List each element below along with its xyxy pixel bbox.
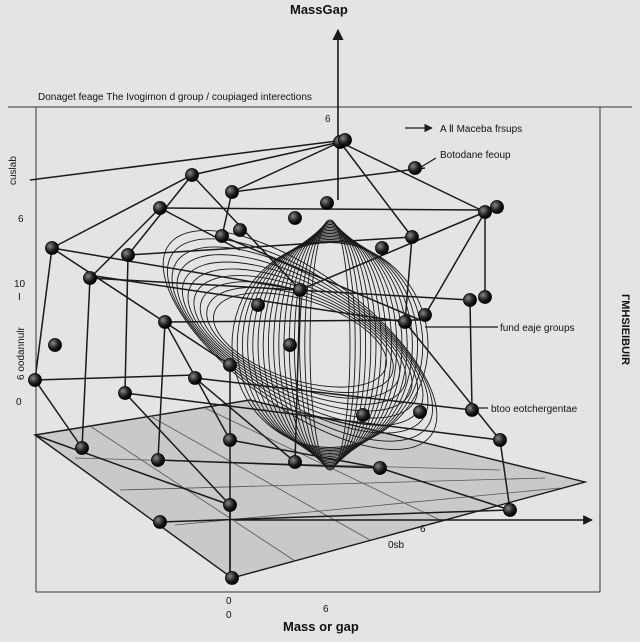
annotation-3: btoo eotchergentae [491,404,578,415]
core-ellipse [304,221,356,469]
lattice-node [158,315,172,329]
lattice-node [251,298,265,312]
lattice-node [413,405,427,419]
lattice-node [293,283,307,297]
lattice-node [478,290,492,304]
lattice-node [493,433,507,447]
lattice-node [490,200,504,214]
core-ellipse [278,228,382,462]
lattice-node [185,168,199,182]
lattice-node [153,515,167,529]
core-ellipse [273,230,387,460]
left-tick-0: cuslab [8,156,19,185]
top-tick-label: 6 [325,114,331,125]
lattice-node [283,338,297,352]
core-orbit [206,287,394,393]
lattice-node [288,211,302,225]
core-ellipse [241,239,419,451]
lattice-node [45,241,59,255]
lattice-node [465,403,479,417]
bottom-mid-label: 0sb [388,540,405,551]
field-core [162,219,438,471]
core-orbit [162,229,438,451]
lattice-node [225,571,239,585]
bottom-arrow-label: 6 [420,524,426,535]
core-ellipse [309,219,351,471]
bottom-tick-0: 0 [226,596,232,607]
annotation-1: Botodane feoup [440,150,511,161]
left-tick-1: 6 [18,214,24,225]
lattice-node [188,371,202,385]
lattice-node [48,338,62,352]
frame-lines [8,106,632,593]
title-label: MassGap [290,2,348,17]
lattice-node [151,453,165,467]
annotation-leaders [405,123,498,409]
core-ellipse [236,240,424,450]
lattice-node [153,201,167,215]
bottom-tick-2: 6 [323,604,329,615]
core-orbit [199,281,401,399]
lattice-node [225,185,239,199]
lattice-node [503,503,517,517]
lattice-node [75,441,89,455]
lattice-node [478,205,492,219]
core-orbit [181,261,419,419]
annotation-2: fund eaje groups [500,323,575,334]
core-orbit [213,292,387,388]
lattice-node [405,230,419,244]
lattice-node [288,455,302,469]
left-tick-3: I [18,292,21,303]
annotation-0: A Ⅱ Maceba frsups [440,124,522,135]
core-orbit [166,238,434,442]
core-ellipse [252,236,408,454]
bottom-tick-1: 0 [226,610,232,621]
lattice-node [233,223,247,237]
lattice-node [398,315,412,329]
lattice-node [28,373,42,387]
subtitle-label: Donaget feage The Ivogimon d group / cou… [38,92,312,103]
lattice-node [373,461,387,475]
lattice-node [83,271,97,285]
lattice-node [215,229,229,243]
core-ellipse [231,242,429,448]
left-tick-4: 6 oodannulr [16,327,27,380]
core-ellipse [299,222,361,468]
core-ellipse [247,237,413,453]
lattice-node [118,386,132,400]
lattice-node [320,196,334,210]
floor-plane [33,399,588,579]
right-side-label: ГМНSIEIBUIR [619,294,631,365]
lattice-node [418,308,432,322]
lattice-node [338,133,352,147]
lattice-node [463,293,477,307]
lattice-node [375,241,389,255]
core-orbit [193,275,407,405]
left-tick-2: 10 [14,279,26,290]
lattice-node [223,498,237,512]
bottom-title-label: Mass or gap [283,619,359,634]
lattice-node [223,433,237,447]
lattice-nodes [28,133,517,585]
lattice-node [408,161,422,175]
lattice-node [121,248,135,262]
lattice-node [223,358,237,372]
core-orbit [187,268,413,412]
lattice-node [356,408,370,422]
left-tick-5: 0 [16,397,22,408]
